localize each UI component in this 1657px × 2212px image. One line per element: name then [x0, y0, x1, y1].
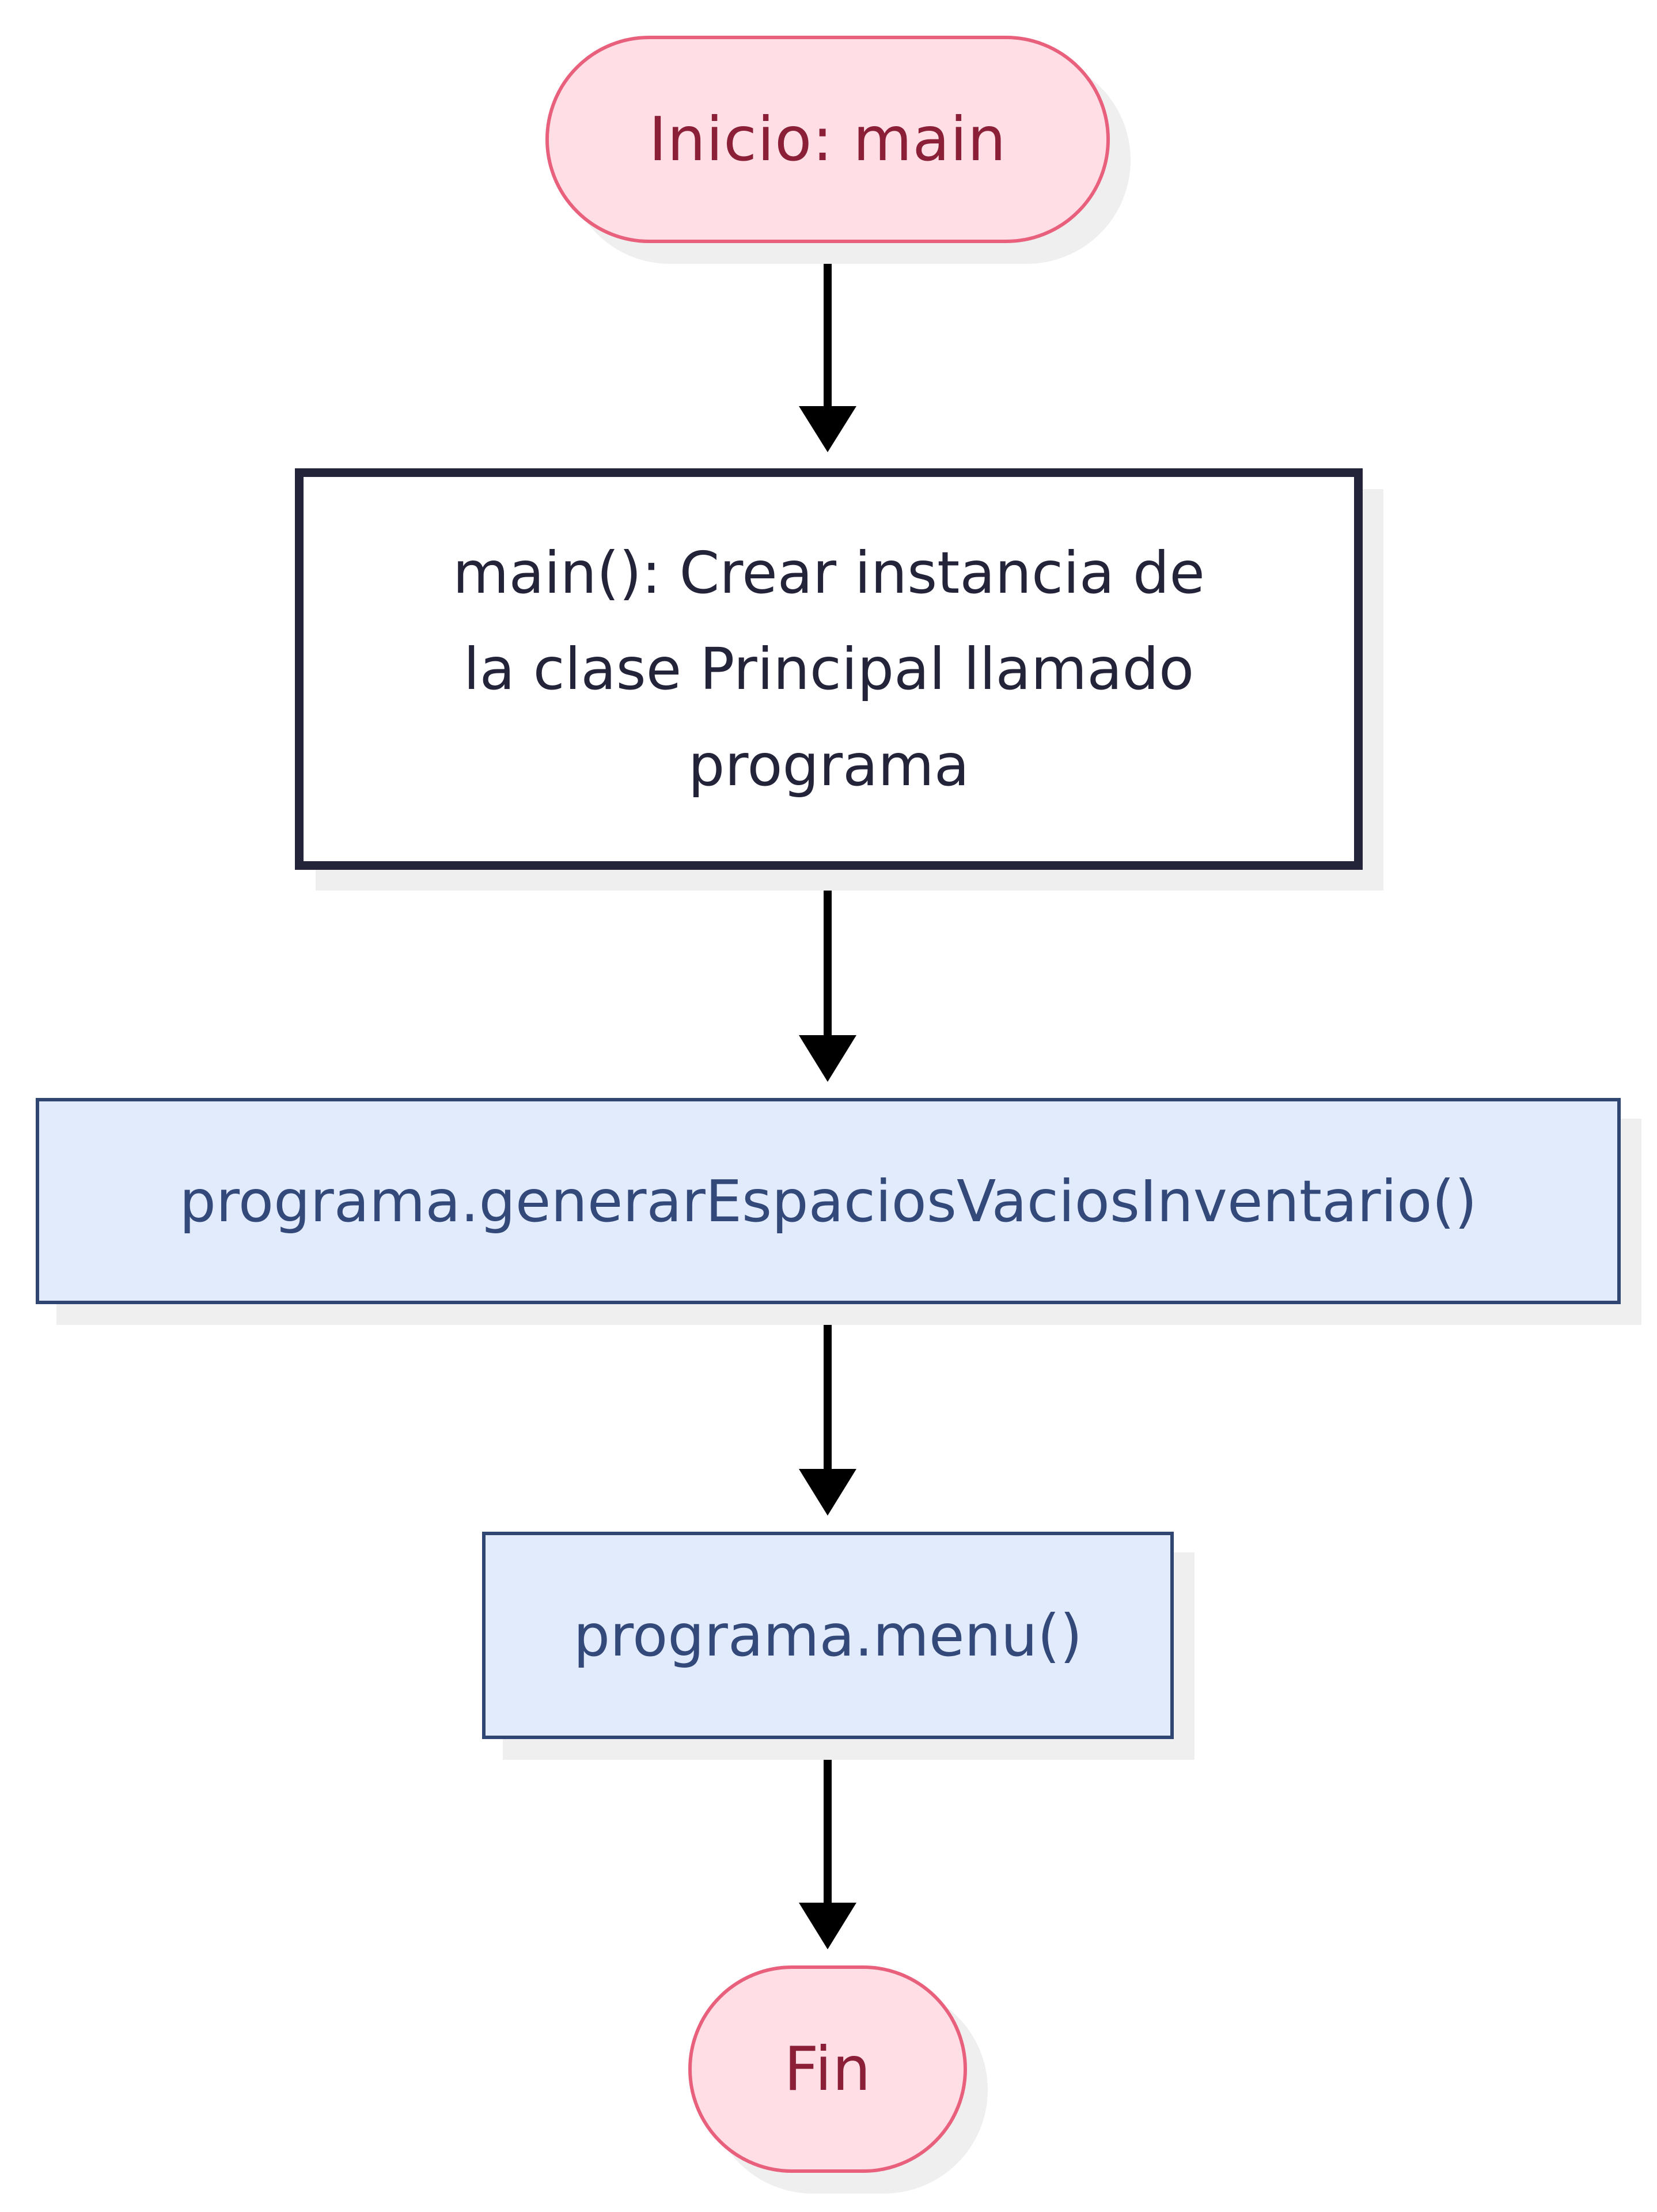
- menu-node-label: programa.menu(): [573, 1601, 1083, 1669]
- create-instance-node-label: main(): Crear instancia de la clase Prin…: [453, 539, 1205, 799]
- menu-node: programa.menu(): [482, 1532, 1174, 1739]
- generate-inventory-node-label: programa.generarEspaciosVaciosInventario…: [179, 1167, 1477, 1235]
- start-node: Inicio: main: [545, 36, 1110, 243]
- arrowhead-end: [799, 1903, 856, 1949]
- end-node: Fin: [688, 1965, 967, 2173]
- end-node-label: Fin: [784, 2034, 871, 2104]
- create-instance-node: main(): Crear instancia de la clase Prin…: [295, 468, 1363, 870]
- arrowhead-main: [799, 406, 856, 452]
- generate-inventory-node: programa.generarEspaciosVaciosInventario…: [36, 1098, 1621, 1304]
- arrowhead-gen: [799, 1035, 856, 1082]
- start-node-label: Inicio: main: [649, 104, 1007, 175]
- arrowhead-menu: [799, 1469, 856, 1516]
